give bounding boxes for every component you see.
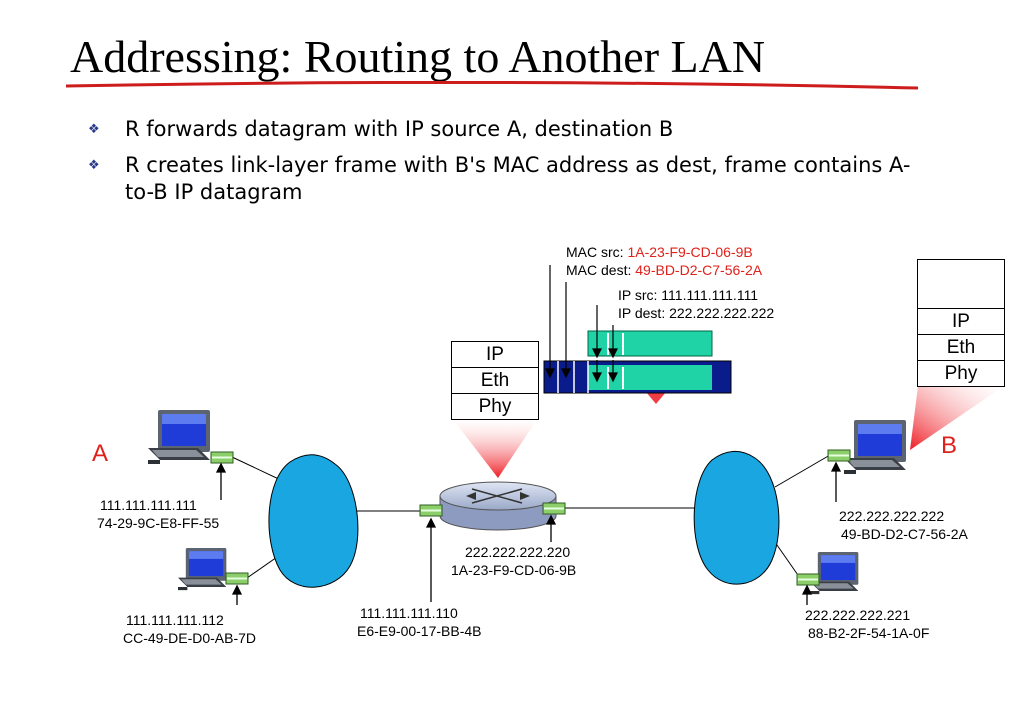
stack-layer-eth: Eth [452,368,538,394]
bullet-diamond-icon: ❖ [88,158,100,173]
node-label-a: A [92,440,109,467]
bullet-item: ❖ R forwards datagram with IP source A, d… [88,116,938,143]
bullet-text: R forwards datagram with IP source A, de… [125,117,674,141]
host-a-ip: 111.111.111.111 [100,497,197,513]
network-cloud-icon [693,451,780,585]
page-title: Addressing: Routing to Another LAN [70,31,766,82]
router-right-ip: 222.222.222.220 [465,544,571,560]
stack-layer-eth: Eth [918,335,1004,361]
computer-icon [844,420,906,474]
title-underline [65,80,919,90]
frame-down-triangle [646,392,666,404]
stack-layer-phy: Phy [944,363,978,384]
links [231,454,831,579]
host-b-mac: 49-BD-D2-C7-56-2A [841,526,968,542]
network-cloud-icon [268,454,359,588]
bullet-diamond-icon: ❖ [88,122,100,137]
frame-field-arrows [545,265,618,383]
computer-icon [178,548,227,591]
host-a-mac: 74-29-9C-E8-FF-55 [97,515,220,531]
computer-icon [810,552,859,595]
nic-icon [210,451,234,464]
bullet-list: ❖ R forwards datagram with IP source A, d… [88,116,938,215]
node-label-b: B [941,432,958,459]
nic-icon [225,572,249,585]
host-b2-ip: 222.222.222.221 [805,607,911,623]
stack-upper-layers [918,260,1004,309]
host-b-protocol-stack: IP Eth Phy [917,259,1005,387]
host-b-ip: 222.222.222.222 [839,508,945,524]
bullet-text: R creates link-layer frame with B's MAC … [125,153,911,204]
router-protocol-stack: IP Eth Phy [451,341,539,420]
router-left-ip: 111.111.111.110 [360,605,458,621]
mac-dest-label: MAC dest: 49-BD-D2-C7-56-2A [566,262,763,278]
nic-icon [827,449,851,462]
stack-layer-ip: IP [918,309,1004,335]
mac-dest-value: 49-BD-D2-C7-56-2A [635,262,763,278]
router-left-mac: E6-E9-00-17-BB-4B [357,623,482,639]
mac-src-value: 1A-23-F9-CD-06-9B [627,244,753,260]
nic-icon [542,502,566,515]
router-zoom-beam [452,418,538,478]
nic-icon [796,573,820,586]
mac-src-label: MAC src: 1A-23-F9-CD-06-9B [566,244,753,260]
address-arrows [215,461,842,605]
bullet-item: ❖ R creates link-layer frame with B's MAC… [88,152,938,206]
ip-datagram [587,330,713,357]
nic-icon [419,504,443,517]
stack-layer-phy: Phy [478,396,512,417]
stack-layer-ip: IP [452,342,538,368]
host-b-zoom-beam [910,386,1004,450]
ip-dest-label: IP dest: 222.222.222.222 [618,305,775,321]
router-right-mac: 1A-23-F9-CD-06-9B [451,562,577,578]
router-icon [439,481,557,531]
host-b2-mac: 88-B2-2F-54-1A-0F [808,625,930,641]
ip-src-label: IP src: 111.111.111.111 [618,287,759,303]
host-a2-ip: 111.111.111.112 [126,612,224,628]
computer-icon [148,410,210,464]
host-a2-mac: CC-49-DE-D0-AB-7D [123,630,257,646]
